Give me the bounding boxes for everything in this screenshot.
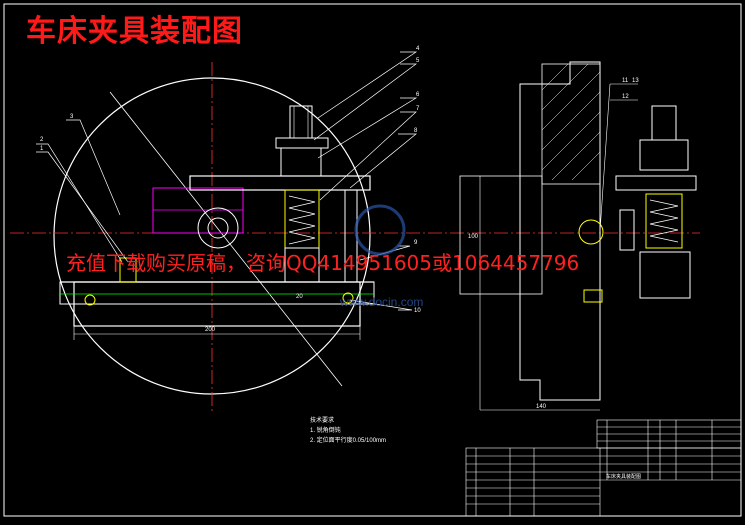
base-upper-band — [59, 281, 375, 305]
border-frame — [3, 3, 742, 517]
part-number-label: 8 — [414, 128, 418, 134]
side-view-width-value: 140 — [536, 404, 547, 410]
title-block-drawing-name: 车床夹具装配图 — [606, 473, 641, 480]
side-leader-3 — [599, 83, 611, 233]
leader-lines-left — [36, 51, 418, 311]
part-number-label: 5 — [416, 58, 420, 64]
notes-heading: 技术要求 — [310, 416, 334, 424]
right-screw — [342, 292, 354, 304]
side-view-body — [519, 61, 601, 401]
side-clamp-bar — [615, 175, 697, 191]
side-post — [619, 209, 635, 251]
clamp-bar — [189, 175, 371, 191]
locating-block — [152, 187, 244, 234]
side-base-block — [639, 251, 691, 299]
part-numbers-left-group: 4 5 6 7 8 2 1 3 9 10 — [40, 46, 421, 314]
part-number-label: 11 — [622, 78, 629, 84]
stud-lower — [284, 247, 320, 283]
part-number-label: 7 — [416, 106, 420, 112]
diagonal-section-line — [109, 91, 343, 387]
nut — [280, 147, 322, 177]
spring-coil — [288, 195, 316, 245]
page-title: 车床夹具装配图 — [26, 14, 243, 49]
notes-line-2: 2. 定位面平行度0.05/100mm — [310, 436, 386, 444]
part-number-label: 10 — [414, 308, 421, 314]
side-view: 140 100 11 13 12 — [459, 61, 697, 411]
small-dimension-value: 20 — [296, 294, 303, 300]
washer-top — [275, 137, 329, 149]
part-number-label: 13 — [632, 78, 639, 84]
part-number-label: 2 — [40, 137, 44, 143]
technical-notes: 技术要求 1. 锐角倒钝 2. 定位面平行度0.05/100mm — [310, 416, 386, 444]
side-spring-housing — [645, 193, 683, 249]
bottom-dimension-value: 200 — [205, 327, 216, 333]
site-logo-circle — [354, 204, 406, 256]
side-nut — [639, 139, 689, 171]
part-number-label: 6 — [416, 92, 420, 98]
pin-circle — [197, 207, 239, 249]
part-number-label: 3 — [70, 114, 74, 120]
part-number-label: 9 — [414, 240, 418, 246]
part-number-label: 1 — [40, 146, 44, 152]
hatch-lines — [541, 63, 601, 181]
notes-line-1: 1. 锐角倒钝 — [310, 426, 341, 434]
title-block — [465, 419, 742, 517]
site-watermark-text: www.docin.com — [339, 295, 423, 309]
part-number-label: 12 — [622, 94, 629, 100]
side-spring-coil — [649, 199, 679, 243]
side-locating-pin — [578, 219, 604, 245]
side-view-height-value: 100 — [468, 234, 479, 240]
side-bolt-head — [651, 105, 677, 141]
side-view-hub — [459, 175, 543, 295]
left-screw — [84, 294, 96, 306]
pin-inner-circle — [207, 217, 229, 239]
part-number-label: 4 — [416, 46, 420, 52]
hatched-section — [541, 63, 601, 185]
contact-watermark: 充值下载购买原稿，咨询QQ414951605或1064457796 — [66, 251, 580, 275]
left-clamp-block — [119, 257, 137, 283]
side-lower-screw — [583, 289, 603, 303]
